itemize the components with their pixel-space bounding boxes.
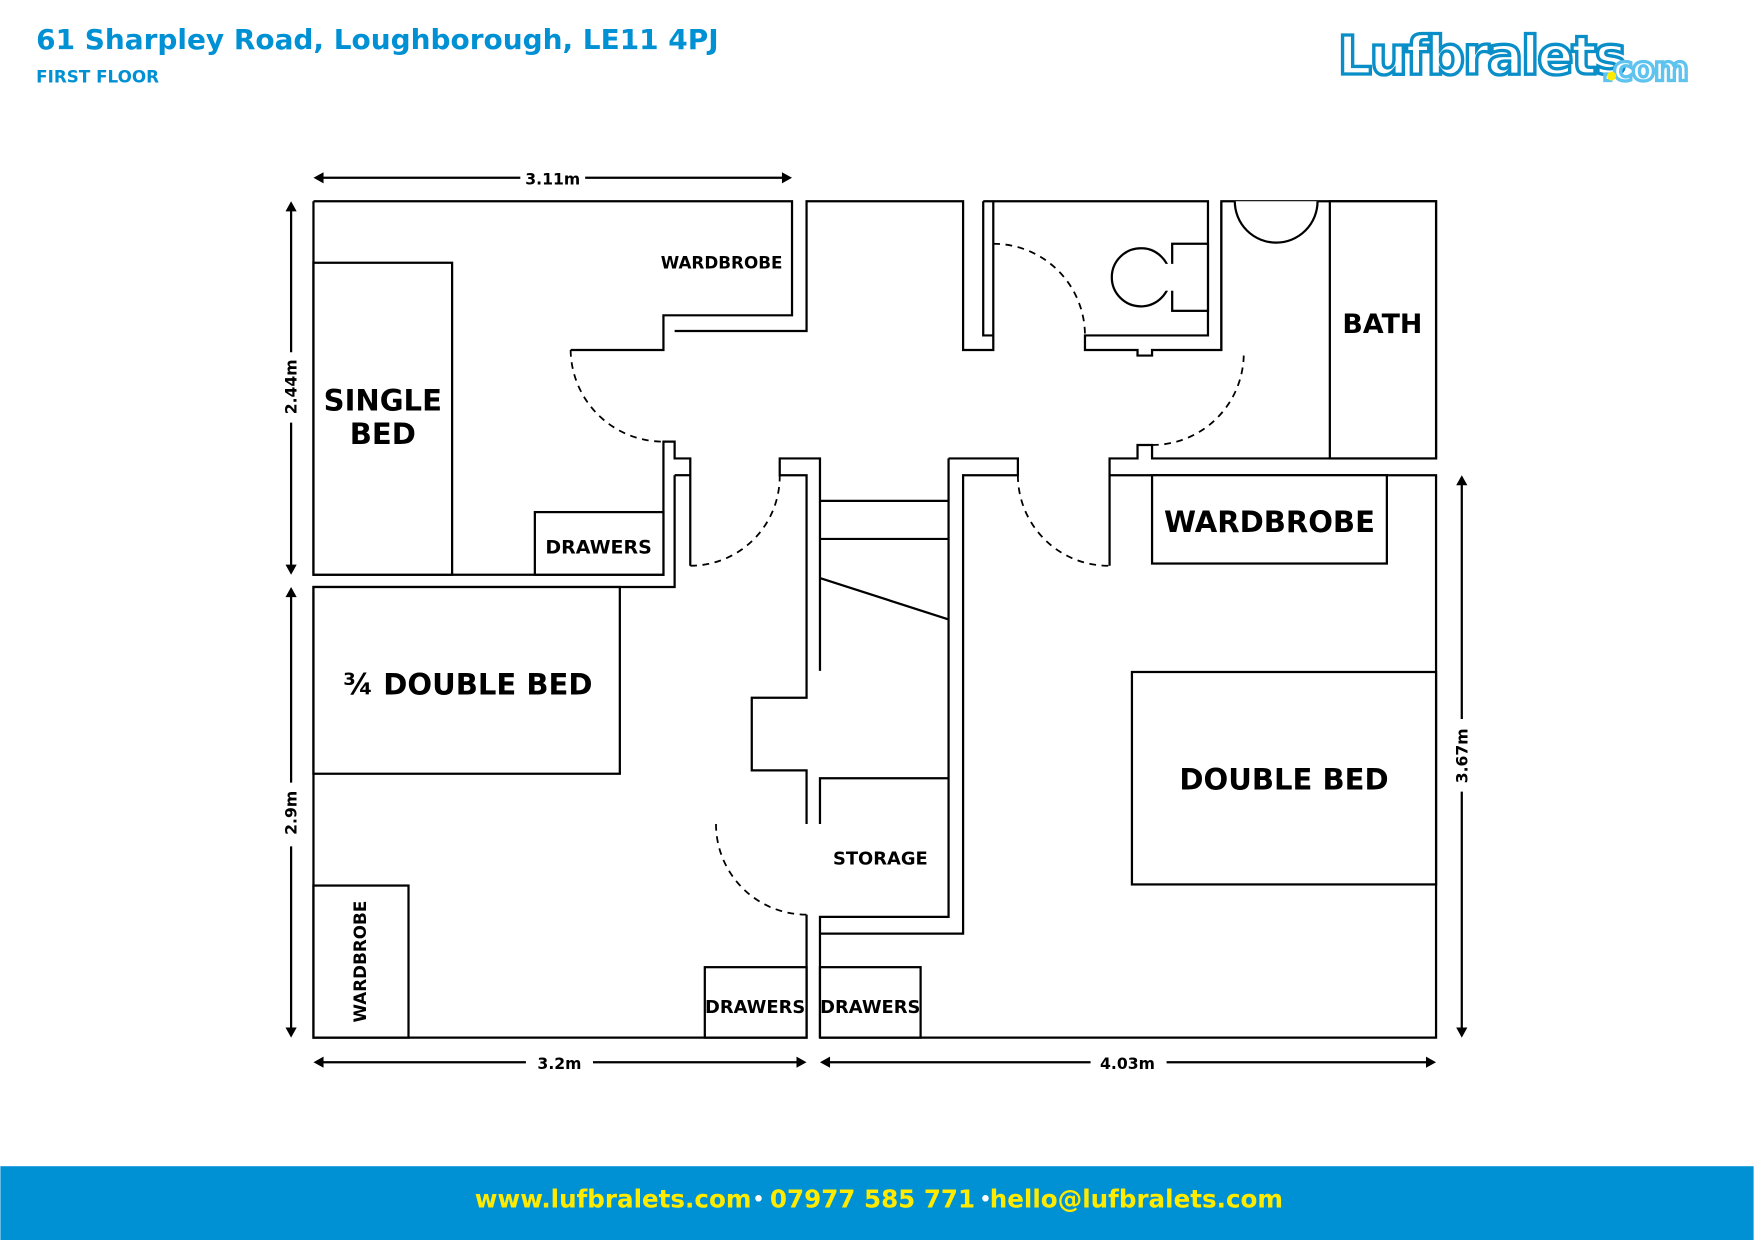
dimension-top: 3.11m — [313, 169, 793, 188]
dimension-label: 3.67m — [1452, 728, 1471, 783]
dimension-bottom-right: 4.03m — [819, 1054, 1437, 1073]
footer-phone[interactable]: 07977 585 771 — [770, 1185, 975, 1214]
dimension-left-upper: 2.44m — [282, 201, 301, 575]
door-swing — [690, 475, 781, 567]
three-quarter-double-bed — [312, 585, 621, 775]
footer-bar — [0, 1166, 1754, 1240]
three-quarter-bed-label: ¾ DOUBLE BED — [343, 667, 592, 701]
lufbralets-logo: Lufbralets .com — [1336, 22, 1690, 90]
door-swing — [569, 349, 664, 443]
drawers-label: DRAWERS — [820, 997, 920, 1018]
dimension-label: 2.9m — [282, 791, 301, 835]
dimension-left-lower: 2.9m — [282, 587, 301, 1038]
logo-text: Lufbralets — [1338, 24, 1625, 87]
single-bed — [312, 261, 454, 576]
dimension-right: 3.67m — [1452, 475, 1471, 1038]
footer-separator: • — [979, 1186, 992, 1212]
door-swing — [1016, 475, 1110, 567]
footer-website-link[interactable]: www.lufbralets.com — [475, 1185, 752, 1214]
floor-label: FIRST FLOOR — [36, 67, 159, 87]
footer-separator: • — [752, 1186, 765, 1212]
doors — [569, 242, 1245, 916]
wardrobe — [312, 884, 410, 1039]
logo-suffix: .com — [1602, 50, 1688, 89]
wardrobe-label: WARDBROBE — [1164, 505, 1375, 539]
double-bed — [1130, 670, 1438, 886]
door-swing — [993, 242, 1086, 336]
dimension-label: 2.44m — [282, 359, 301, 414]
wardrobe-label: WARDBROBE — [350, 901, 370, 1023]
sink — [1233, 201, 1319, 244]
dimension-label: 3.2m — [537, 1054, 581, 1073]
dimension-bottom-left: 3.2m — [313, 1054, 807, 1073]
drawers — [533, 510, 665, 576]
footer-email-link[interactable]: hello@lufbralets.com — [990, 1185, 1283, 1214]
drawers — [703, 966, 808, 1039]
drawers — [818, 966, 922, 1039]
bath-label: BATH — [1342, 309, 1422, 340]
toilet — [1110, 242, 1210, 312]
storage-label: STORAGE — [833, 848, 928, 869]
drawers-label: DRAWERS — [705, 997, 805, 1018]
bath — [1328, 200, 1438, 460]
wardrobe-label: WARDBROBE — [661, 252, 783, 272]
door-swing — [715, 824, 807, 916]
dimension-label: 4.03m — [1100, 1054, 1155, 1073]
drawers-label: DRAWERS — [545, 536, 652, 558]
single-bed-label: BED — [350, 417, 416, 451]
property-address: 61 Sharpley Road, Loughborough, LE11 4PJ — [36, 23, 718, 56]
logo-dot — [1607, 71, 1617, 81]
single-bed-label: SINGLE — [324, 383, 442, 417]
double-bed-label: DOUBLE BED — [1179, 762, 1388, 796]
wardrobe — [1150, 474, 1388, 565]
dimension-label: 3.11m — [525, 169, 580, 188]
door-swing — [1152, 355, 1245, 446]
